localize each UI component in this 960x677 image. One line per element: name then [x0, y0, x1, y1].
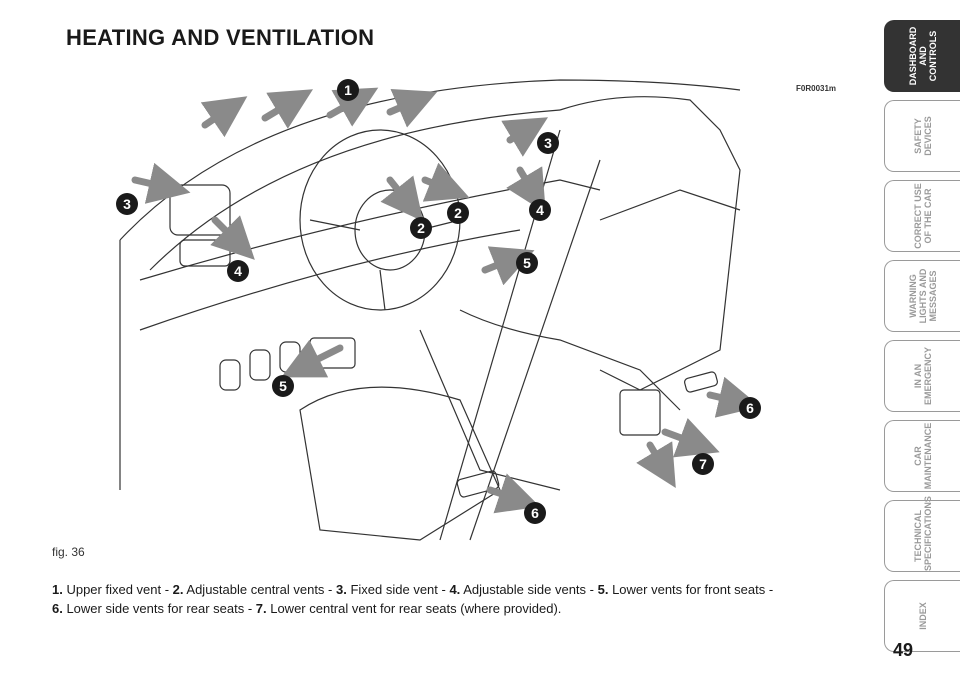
- callout-6a: 6: [739, 397, 761, 419]
- airflow-arrow: [636, 441, 676, 489]
- tab-label: DASHBOARD AND CONTROLS: [907, 26, 938, 86]
- svg-text:5: 5: [523, 255, 531, 271]
- svg-text:7: 7: [699, 456, 707, 472]
- tab-in-an-emergency[interactable]: IN AN EMERGENCY: [884, 340, 960, 412]
- tab-index[interactable]: INDEX: [884, 580, 960, 652]
- tab-label: IN AN EMERGENCY: [912, 347, 933, 406]
- callout-7: 7: [692, 453, 714, 475]
- tab-safety-devices[interactable]: SAFETY DEVICES: [884, 100, 960, 172]
- svg-text:2: 2: [417, 220, 425, 236]
- airflow-arrow: [200, 96, 248, 138]
- tab-car-maintenance[interactable]: CAR MAINTENANCE: [884, 420, 960, 492]
- airflow-arrow: [486, 473, 540, 514]
- tab-technical-specifications[interactable]: TECHNICAL SPECIFICATIONS: [884, 496, 960, 572]
- tab-label: CORRECT USE OF THE CAR: [912, 183, 933, 249]
- rear-central-vent: [619, 389, 661, 436]
- airflow-arrow: [281, 339, 344, 378]
- tab-correct-use[interactable]: CORRECT USE OF THE CAR: [884, 180, 960, 252]
- caption-item-num: 2.: [172, 582, 184, 597]
- svg-text:3: 3: [123, 196, 131, 212]
- caption-item-text: Adjustable side vents -: [460, 582, 598, 597]
- rear-side-vent-right: [684, 371, 718, 393]
- callout-3b: 3: [537, 132, 559, 154]
- svg-text:1: 1: [344, 82, 352, 98]
- side-vent-left-lower: [179, 239, 231, 267]
- callout-5a: 5: [516, 252, 538, 274]
- airflow-arrow: [380, 175, 424, 222]
- tab-label: CAR MAINTENANCE: [912, 422, 933, 490]
- callout-5b: 5: [272, 375, 294, 397]
- caption-item-num: 3.: [336, 582, 347, 597]
- tab-label: WARNING LIGHTS AND MESSAGES: [907, 268, 938, 324]
- airflow-arrow: [210, 215, 255, 260]
- page-title: HEATING AND VENTILATION: [66, 25, 375, 50]
- airflow-arrow: [131, 162, 191, 204]
- callout-4b: 4: [529, 199, 551, 221]
- svg-text:3: 3: [544, 135, 552, 151]
- caption-item-text: Upper fixed vent -: [62, 582, 173, 597]
- caption-item-num: 6.: [52, 601, 63, 616]
- figure-caption: 1. Upper fixed vent - 2. Adjustable cent…: [52, 580, 872, 618]
- tab-warning-lights[interactable]: WARNING LIGHTS AND MESSAGES: [884, 260, 960, 332]
- caption-item-num: 4.: [449, 582, 461, 597]
- caption-item-text: Lower vents for front seats -: [608, 582, 774, 597]
- tab-label: TECHNICAL SPECIFICATIONS: [912, 496, 933, 571]
- callout-3a: 3: [116, 193, 138, 215]
- svg-text:5: 5: [279, 378, 287, 394]
- caption-item-text: Fixed side vent -: [346, 582, 450, 597]
- figure-label: fig. 36: [52, 545, 85, 559]
- tab-label: SAFETY DEVICES: [912, 116, 933, 156]
- callout-6b: 6: [524, 502, 546, 524]
- page-number: 49: [893, 640, 914, 660]
- svg-text:4: 4: [234, 263, 242, 279]
- caption-item-num: 5.: [597, 582, 609, 597]
- tab-label: INDEX: [917, 602, 928, 630]
- steering-wheel: [299, 129, 461, 311]
- airflow-arrow: [326, 87, 379, 127]
- figure-code: F0R0031m: [796, 84, 837, 93]
- svg-text:4: 4: [536, 202, 544, 218]
- callout-1: 1: [337, 79, 359, 101]
- callout-2a: 2: [410, 217, 432, 239]
- airflow-arrow: [501, 117, 549, 157]
- airflow-arrow: [261, 89, 314, 129]
- callout-2b: 2: [447, 202, 469, 224]
- svg-text:6: 6: [746, 400, 754, 416]
- car-interior-illustration: 1 2 2 3 3 4 4 5 5 6 6 7: [116, 79, 761, 541]
- caption-item-text: Lower central vent for rear seats (where…: [266, 601, 562, 616]
- airflow-arrow: [506, 166, 546, 214]
- airflow-arrow: [706, 376, 761, 418]
- airflow-arrow: [386, 88, 438, 128]
- caption-item-text: Lower side vents for rear seats -: [62, 601, 256, 616]
- chapter-sidebar: DASHBOARD AND CONTROLS SAFETY DEVICES CO…: [884, 20, 960, 660]
- airflow-arrow: [481, 246, 535, 286]
- caption-item-num: 1.: [52, 582, 63, 597]
- side-vent-left: [169, 184, 231, 236]
- callout-4a: 4: [227, 260, 249, 282]
- airflow-arrow: [421, 162, 470, 202]
- svg-text:6: 6: [531, 505, 539, 521]
- svg-text:2: 2: [454, 205, 462, 221]
- airflow-arrow: [661, 418, 720, 458]
- caption-item-num: 7.: [255, 601, 267, 616]
- caption-item-text: Adjustable central vents -: [183, 582, 336, 597]
- tab-dashboard-and-controls[interactable]: DASHBOARD AND CONTROLS: [884, 20, 960, 92]
